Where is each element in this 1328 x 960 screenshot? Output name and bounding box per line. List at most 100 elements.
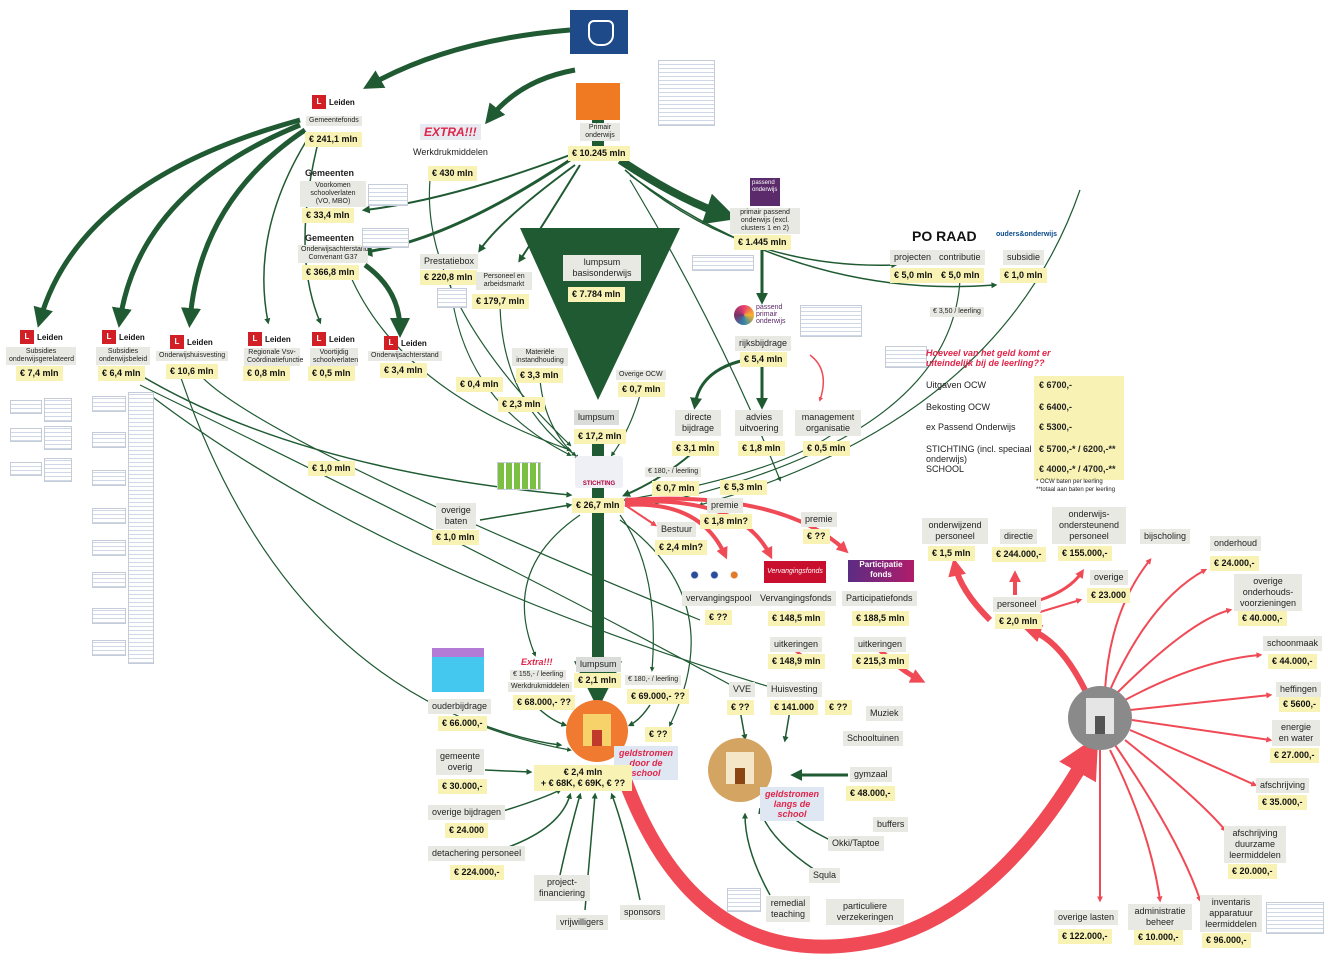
gemeenten2-title: Gemeenten [305, 233, 355, 243]
ouderbijdrage-amount: € 66.000,- [438, 716, 487, 731]
personeel-arbeidsmarkt-amount: € 179,7 mln [472, 294, 529, 309]
question-row-value: € 6700,- [1039, 380, 1073, 390]
schoonmaak-label: schoonmaak [1263, 636, 1323, 651]
sponsors-label: sponsors [620, 905, 665, 920]
afschrijving-amount: € 35.000,- [1258, 795, 1307, 810]
misc-amount-1-0: € 1,0 mln [308, 461, 355, 476]
afschrijving-label: afschrijving [1256, 778, 1310, 793]
passend-onderwijs-amount: € 1.445 mln [734, 235, 791, 250]
question-note2: **totaal aan baten per leerling [1036, 487, 1116, 493]
lumpsum-school-label: lumpsum [574, 410, 619, 425]
question-row-value: € 4000,-* / 4700,-** [1039, 464, 1116, 474]
spending-school-icon [1068, 686, 1132, 750]
table-thumbnail [92, 432, 126, 448]
afschrijving-duurzaam-label: afschrijving duurzame leermiddelen [1224, 826, 1286, 863]
po-raad-contributie-amount: € 5,0 mln [937, 268, 984, 283]
management-label: management organisatie [795, 410, 861, 436]
leiden-subsidies-onderwijsbeleid-amount: € 6,4 mln [98, 366, 145, 381]
leiden-onderwijshuisvesting-label: Onderwijshuisvesting [156, 351, 229, 361]
participatiefonds-uitkeringen-label: uitkeringen [854, 637, 907, 652]
leiden-rvsv-amount: € 0,8 mln [243, 366, 290, 381]
gemeente-overig-amount: € 30.000,- [438, 779, 487, 794]
directe-bijdrage-label: directe bijdrage [675, 410, 721, 436]
energie-amount: € 27.000,- [1270, 748, 1319, 763]
big-red-arc [618, 735, 1099, 954]
onderwijzend-amount: € 1,5 mln [928, 546, 975, 561]
po-raad-projecten-amount: € 5,0 mln [890, 268, 937, 283]
overige-onderhoud-amount: € 40.000,- [1238, 611, 1287, 626]
muziek-label: Muziek [866, 706, 903, 721]
directie-amount: € 244.000,- [992, 547, 1046, 562]
prestatiebox-amount: € 220,8 mln [420, 270, 477, 285]
lumpsum-basisonderwijs-amount: € 7.784 mln [568, 287, 625, 302]
detachering-amount: € 224.000,- [450, 865, 504, 880]
overige-bijdragen-label: overige bijdragen [428, 805, 506, 820]
table-thumbnail [885, 346, 927, 368]
management-amount: € 0,5 mln [803, 441, 850, 456]
onderwijzend-label: onderwijzend personeel [922, 518, 988, 544]
advies-amount: € 1,8 mln [738, 441, 785, 456]
gemeenten1-label: Voorkomen schoolverlaten (VO, MBO) [300, 181, 366, 207]
stichting-icon: STICHTING [575, 456, 623, 488]
table-thumbnail [92, 608, 126, 624]
leiden-onderwijsachterstand-amount: € 3,4 mln [380, 363, 427, 378]
question-row-value: € 6400,- [1039, 402, 1073, 412]
inventaris-label: inventaris apparatuur leermiddelen [1200, 895, 1262, 932]
premie1-label: premie [707, 498, 743, 513]
directe-bijdrage-amount: € 3,1 mln [672, 441, 719, 456]
po-raad-projecten-label: projecten [890, 250, 936, 265]
question-row-label: STICHTING (incl. speciaal onderwijs) [926, 444, 1032, 464]
table-thumbnail [437, 288, 467, 308]
ouders-onderwijs-logo: ouders&onderwijs [996, 231, 1058, 238]
table-thumbnail [497, 462, 541, 490]
huisvesting-label: Huisvesting [767, 682, 822, 697]
primair-onderwijs-amount: € 10.245 mln [568, 146, 630, 161]
table-thumbnail [658, 60, 715, 126]
onderhoud-amount: € 24.000,- [1210, 556, 1259, 571]
rijksbijdrage-label: rijksbijdrage [735, 336, 792, 351]
prestatiebox-label: Prestatiebox [420, 254, 479, 269]
heffingen-amount: € 5600,- [1279, 697, 1321, 712]
overige-baten-amount: € 1,0 mln [432, 530, 479, 545]
table-thumbnail [92, 640, 126, 656]
po-raad-logo: PO RAAD [912, 228, 977, 244]
schooltuinen-label: Schooltuinen [843, 731, 904, 746]
gemeenten1-title: Gemeenten [305, 168, 355, 178]
vervangingspool-label: vervangingspool [682, 591, 756, 606]
overige-lasten-amount: € 122.000,- [1058, 929, 1112, 944]
po-raad-contributie-label: contributie [935, 250, 985, 265]
vervangingsfonds-uitkeringen-amount: € 148,9 mln [768, 654, 825, 669]
lumpsum-school-amount: € 17,2 mln [574, 429, 626, 444]
administratie-amount: € 10.000,- [1134, 930, 1183, 945]
ouders-subsidie-label: subsidie [1003, 250, 1045, 265]
remedial-label: remedial teaching [766, 896, 810, 922]
table-thumbnail [10, 428, 42, 442]
huisvesting-q: € ?? [825, 700, 852, 715]
table-thumbnail [44, 458, 72, 482]
misc-amount-0-7: € 0,7 mln [652, 481, 699, 496]
question-row-value: € 5700,-* / 6200,-** [1039, 444, 1116, 454]
table-thumbnail [362, 228, 409, 248]
table-thumbnail [800, 305, 862, 337]
participatiefonds-logo: Participatie fonds [848, 560, 914, 582]
werkdrukmiddelen-label: Werkdrukmiddelen [413, 147, 488, 157]
per180-school-label: € 180,- / leerling [625, 675, 682, 685]
extra-school-amount: € 68.000,- ?? [513, 695, 576, 710]
question-row-label: Uitgaven OCW [926, 380, 987, 390]
table-thumbnail [44, 426, 72, 450]
heffingen-label: heffingen [1276, 682, 1321, 697]
school-lumpsum-label: lumpsum [576, 657, 621, 672]
rijksbijdrage-amount: € 5,4 mln [740, 352, 787, 367]
lumpsum-basisonderwijs-label: lumpsum basisonderwijs [563, 255, 641, 281]
leiden-voortijdig-label: Voortijdig schoolverlaten [310, 348, 358, 366]
overige-lasten-label: overige lasten [1054, 910, 1119, 925]
stichting-label: STICHTING [582, 481, 616, 487]
per180-school-amount: € 69.000,- ?? [627, 689, 690, 704]
premie2-label: premie [801, 512, 837, 527]
leiden-onderwijshuisvesting-amount: € 10,6 mln [166, 364, 218, 379]
overige-personeel-label: overige [1090, 570, 1128, 585]
door-de-school-label: geldstromen door de school [614, 746, 678, 780]
